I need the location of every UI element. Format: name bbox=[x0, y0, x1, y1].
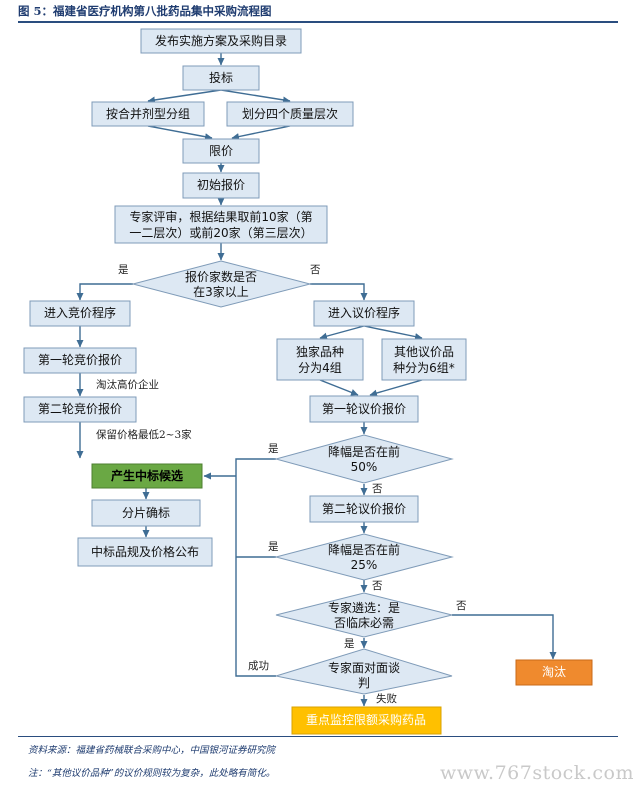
svg-text:中标品规及价格公布: 中标品规及价格公布 bbox=[91, 544, 199, 559]
svg-text:发布实施方案及采购目录: 发布实施方案及采购目录 bbox=[155, 33, 287, 48]
source-note: 资料来源：福建省药械联合采购中心，中国银河证券研究院 bbox=[28, 745, 276, 756]
watermark: www.767stock.com bbox=[440, 762, 634, 784]
other-groups-step: 其他议价品 种分为6组* bbox=[381, 338, 467, 381]
svg-text:独家品种: 独家品种 bbox=[296, 344, 344, 359]
svg-text:投标: 投标 bbox=[209, 70, 233, 85]
quote-count-decision: 报价家数是否 在3家以上 bbox=[131, 260, 312, 308]
label-eliminate-high: 淘汰高价企业 bbox=[96, 378, 159, 391]
first-negotiate-step: 第一轮议价报价 bbox=[309, 395, 419, 423]
svg-text:50%: 50% bbox=[351, 460, 378, 474]
second-compete-step: 第二轮竞价报价 bbox=[23, 396, 137, 423]
split-award-step: 分片确标 bbox=[91, 499, 201, 527]
expert-select-decision: 专家遴选：是 否临床必需 bbox=[275, 592, 453, 638]
svg-text:25%: 25% bbox=[351, 558, 378, 572]
svg-text:重点监控限额采购药品: 重点监控限额采购药品 bbox=[306, 712, 426, 727]
label-yes-drop25: 是 bbox=[268, 541, 279, 553]
svg-text:第二轮议价报价: 第二轮议价报价 bbox=[322, 501, 406, 516]
figure-title: 图 5：福建省医疗机构第八批药品集中采购流程图 bbox=[18, 4, 272, 18]
label-yes-compete: 是 bbox=[118, 264, 129, 276]
svg-text:限价: 限价 bbox=[209, 144, 233, 158]
svg-text:降幅是否在前: 降幅是否在前 bbox=[328, 444, 400, 459]
enter-negotiate-step: 进入议价程序 bbox=[313, 300, 415, 327]
svg-text:进入议价程序: 进入议价程序 bbox=[328, 305, 400, 320]
label-keep-low: 保留价格最低2~3家 bbox=[96, 428, 192, 441]
svg-text:分为4组: 分为4组 bbox=[298, 361, 342, 375]
label-yes-drop50: 是 bbox=[268, 443, 279, 455]
svg-text:分片确标: 分片确标 bbox=[122, 506, 170, 520]
eliminate-step: 淘汰 bbox=[515, 659, 593, 686]
first-compete-step: 第一轮竞价报价 bbox=[23, 347, 137, 374]
drop-25-decision: 降幅是否在前 25% bbox=[274, 533, 454, 581]
svg-text:产生中标候选: 产生中标候选 bbox=[111, 468, 183, 483]
svg-text:初始报价: 初始报价 bbox=[197, 177, 245, 192]
svg-text:划分四个质量层次: 划分四个质量层次 bbox=[242, 107, 338, 121]
svg-text:第二轮竞价报价: 第二轮竞价报价 bbox=[38, 401, 122, 416]
merge-dosage-step: 按合并剂型分组 bbox=[91, 101, 205, 127]
svg-text:其他议价品: 其他议价品 bbox=[394, 345, 454, 359]
svg-text:专家面对面谈: 专家面对面谈 bbox=[328, 660, 400, 675]
svg-text:按合并剂型分组: 按合并剂型分组 bbox=[106, 106, 190, 121]
initial-quote-step: 初始报价 bbox=[182, 172, 260, 199]
svg-text:报价家数是否: 报价家数是否 bbox=[185, 269, 257, 284]
title-rule bbox=[18, 21, 618, 23]
svg-text:一二层次）或前20家（第三层次）: 一二层次）或前20家（第三层次） bbox=[129, 225, 312, 240]
monitor-step: 重点监控限额采购药品 bbox=[291, 706, 442, 735]
label-fail: 失败 bbox=[376, 692, 397, 705]
label-yes-expert: 是 bbox=[344, 638, 355, 650]
face-talk-decision: 专家面对面谈 判 bbox=[275, 648, 453, 695]
svg-text:专家遴选：是: 专家遴选：是 bbox=[328, 600, 400, 615]
price-limit-step: 限价 bbox=[182, 138, 260, 164]
svg-text:第一轮议价报价: 第一轮议价报价 bbox=[322, 401, 406, 416]
second-negotiate-step: 第二轮议价报价 bbox=[309, 495, 419, 523]
svg-text:专家评审，根据结果取前10家（第: 专家评审，根据结果取前10家（第 bbox=[129, 209, 312, 224]
exclusive-groups-step: 独家品种 分为4组 bbox=[276, 338, 364, 381]
footnote: 注：“其他议价品种”的议价规则较为复杂，此处略有简化。 bbox=[28, 768, 276, 779]
svg-text:判: 判 bbox=[358, 676, 370, 690]
flowchart: 发布实施方案及采购目录 投标 按合并剂型分组 划分四个质量层次 限价 初始报价 … bbox=[23, 28, 593, 735]
svg-text:在3家以上: 在3家以上 bbox=[193, 284, 249, 299]
svg-text:第一轮竞价报价: 第一轮竞价报价 bbox=[38, 352, 122, 367]
bid-step: 投标 bbox=[182, 65, 260, 91]
publish-step: 发布实施方案及采购目录 bbox=[140, 28, 302, 54]
quality-levels-step: 划分四个质量层次 bbox=[226, 101, 354, 127]
connectors bbox=[76, 53, 557, 707]
enter-compete-step: 进入竞价程序 bbox=[29, 300, 131, 327]
svg-text:种分为6组*: 种分为6组* bbox=[393, 361, 455, 375]
svg-text:进入竞价程序: 进入竞价程序 bbox=[44, 305, 116, 320]
winner-candidate-step: 产生中标候选 bbox=[91, 463, 203, 489]
publish-price-step: 中标品规及价格公布 bbox=[77, 537, 213, 567]
svg-text:淘汰: 淘汰 bbox=[542, 665, 566, 679]
label-no-drop50: 否 bbox=[372, 483, 383, 495]
label-success: 成功 bbox=[248, 660, 269, 672]
label-no-expert: 否 bbox=[456, 600, 467, 612]
svg-text:降幅是否在前: 降幅是否在前 bbox=[328, 542, 400, 557]
expert-review-step: 专家评审，根据结果取前10家（第 一二层次）或前20家（第三层次） bbox=[114, 205, 328, 244]
label-no-negotiate: 否 bbox=[310, 264, 321, 276]
svg-text:否临床必需: 否临床必需 bbox=[334, 616, 394, 630]
label-no-drop25: 否 bbox=[372, 580, 383, 592]
footer-rule bbox=[18, 736, 618, 737]
drop-50-decision: 降幅是否在前 50% bbox=[274, 434, 454, 484]
